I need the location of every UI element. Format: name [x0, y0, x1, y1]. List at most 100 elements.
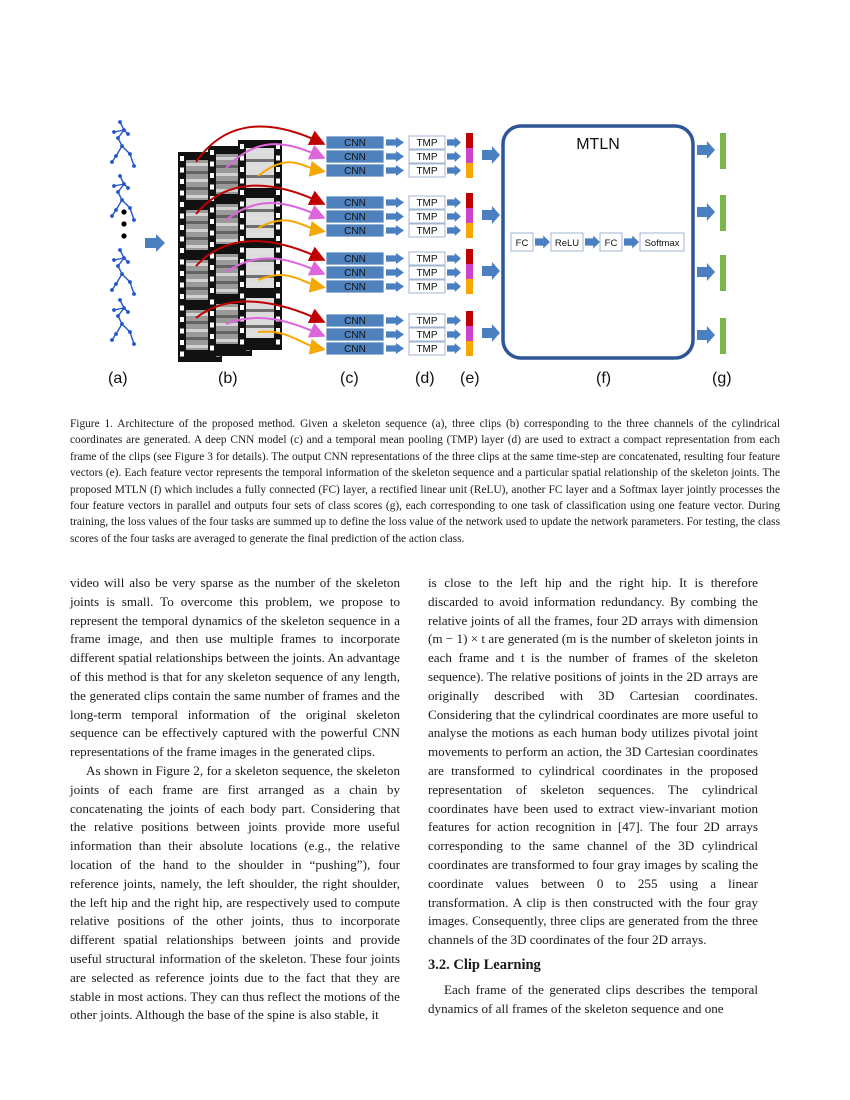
paragraph: Each frame of the generated clips descri… — [428, 981, 758, 1016]
panel-label-g: (g) — [712, 370, 732, 387]
panel-label-c: (c) — [340, 370, 359, 387]
block-arrow-icon — [386, 165, 404, 176]
paragraph: video will also be very sparse as the nu… — [70, 575, 400, 760]
tmp-label: TMP — [416, 316, 437, 327]
softmax-box-label: Softmax — [645, 238, 680, 249]
ellipsis-dot — [121, 221, 127, 227]
cnn-block — [325, 163, 385, 178]
tmp-label: TMP — [416, 282, 437, 293]
feature-segment-magenta — [466, 148, 473, 163]
paragraph: As shown in Figure 2, for a skeleton seq… — [70, 762, 400, 1023]
feature-segment-orange — [466, 341, 473, 356]
cnn-label: CNN — [344, 316, 366, 327]
tmp-label: TMP — [416, 212, 437, 223]
fc-box — [510, 232, 534, 252]
magenta-arrow — [225, 257, 326, 276]
red-arrow — [195, 240, 326, 267]
cnn-label: CNN — [344, 254, 366, 265]
ellipsis-dot — [121, 233, 127, 239]
tmp-label: TMP — [416, 166, 437, 177]
block-arrow-icon — [447, 253, 461, 264]
block-arrow-icon — [447, 151, 461, 162]
class-score-bar — [720, 133, 726, 169]
cnn-label: CNN — [344, 344, 366, 355]
tmp-label: TMP — [416, 198, 437, 209]
feature-segment-magenta — [466, 326, 473, 341]
relu-box — [550, 232, 584, 252]
skeleton-figure-icon — [110, 248, 136, 296]
cnn-block — [325, 223, 385, 238]
feature-vectors — [466, 133, 500, 356]
skeleton-sequence — [110, 120, 165, 346]
cnn-block — [325, 135, 385, 150]
cnn-label: CNN — [344, 166, 366, 177]
block-arrow-icon — [447, 267, 461, 278]
block-arrow-icon — [145, 234, 165, 252]
tmp-label: TMP — [416, 152, 437, 163]
figure-caption: Figure 1. Architecture of the proposed m… — [70, 418, 780, 545]
orange-arrow — [257, 160, 326, 177]
tmp-label: TMP — [416, 226, 437, 237]
magenta-arrow — [225, 202, 326, 221]
panel-label-e: (e) — [460, 370, 480, 387]
skeleton-figure-icon — [110, 120, 136, 168]
paragraph: is close to the left hip and the right h… — [428, 575, 758, 948]
cnn-block — [325, 195, 385, 210]
cnn-label: CNN — [344, 268, 366, 279]
class-score-bar — [720, 195, 726, 231]
block-arrow-icon — [624, 235, 639, 249]
magenta-arrow — [225, 143, 326, 169]
cnn-block — [325, 313, 385, 328]
cnn-block — [325, 251, 385, 266]
block-arrow-icon — [386, 315, 404, 326]
block-arrow-icon — [386, 151, 404, 162]
cnn-block — [325, 149, 385, 164]
block-arrow-icon — [386, 225, 404, 236]
relu-box-label: ReLU — [555, 238, 579, 249]
orange-arrow — [257, 330, 326, 355]
ellipsis-dot — [121, 209, 127, 215]
tmp-block — [408, 265, 446, 280]
left-column: video will also be very sparse as the nu… — [70, 574, 400, 1025]
feature-segment-red — [466, 193, 473, 208]
tmp-label: TMP — [416, 268, 437, 279]
block-arrow-icon — [447, 343, 461, 354]
tmp-block — [408, 341, 446, 356]
block-arrow-icon — [447, 281, 461, 292]
cnn-block — [325, 265, 385, 280]
block-arrow-icon — [386, 343, 404, 354]
right-column: is close to the left hip and the right h… — [428, 574, 758, 1018]
feature-segment-red — [466, 133, 473, 148]
block-arrow-icon — [697, 141, 715, 159]
red-arrow — [195, 300, 326, 324]
tmp-block — [408, 163, 446, 178]
block-arrow-icon — [386, 329, 404, 340]
block-arrow-icon — [447, 165, 461, 176]
block-arrow-icon — [535, 235, 550, 249]
block-arrow-icon — [447, 329, 461, 340]
block-arrow-icon — [447, 211, 461, 222]
red-arrow — [195, 125, 326, 163]
block-arrow-icon — [447, 225, 461, 236]
feature-segment-orange — [466, 163, 473, 178]
section-heading: 3.2. Clip Learning — [428, 956, 541, 973]
block-arrow-icon — [386, 281, 404, 292]
feature-segment-orange — [466, 279, 473, 294]
block-arrow-icon — [482, 324, 500, 342]
block-arrow-icon — [697, 203, 715, 221]
tmp-block — [408, 223, 446, 238]
tmp-block — [408, 313, 446, 328]
tmp-label: TMP — [416, 138, 437, 149]
feature-segment-orange — [466, 223, 473, 238]
orange-arrow — [257, 274, 326, 293]
feature-segment-magenta — [466, 208, 473, 223]
orange-arrow — [257, 219, 326, 237]
tmp-block — [408, 209, 446, 224]
cnn-label: CNN — [344, 138, 366, 149]
red-arrow — [195, 184, 326, 215]
cnn-label: CNN — [344, 198, 366, 209]
